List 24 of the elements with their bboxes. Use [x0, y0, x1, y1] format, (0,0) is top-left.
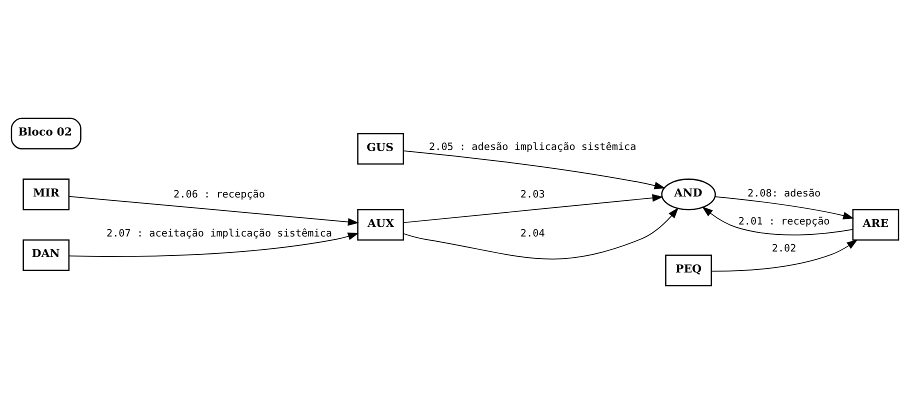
node-box: Bloco 02	[10, 117, 82, 149]
node-box: GUS	[357, 132, 404, 164]
edge-label: 2.01 : recepção	[738, 216, 830, 227]
edge-label: 2.02	[772, 242, 796, 254]
edge-label: 2.04	[520, 228, 545, 239]
edge-label: 2.07 : aceitação implicação sistêmica	[106, 228, 332, 239]
arrow	[714, 196, 854, 219]
edge-label: 2.05 : adesão implicação sistêmica	[429, 142, 636, 153]
arrow	[710, 238, 858, 272]
edge-label: 2.06 : recepção	[174, 188, 265, 200]
node-box: DAN	[22, 238, 70, 271]
node-box: PEQ	[665, 254, 712, 286]
arrow	[403, 207, 679, 259]
edge-label: 2.03	[520, 188, 545, 200]
node-ellipse: AND	[661, 178, 716, 210]
node-box: MIR	[22, 178, 70, 210]
node-box: ARE	[852, 208, 900, 240]
arrow	[68, 232, 359, 256]
arrow	[403, 194, 664, 223]
arrow	[403, 150, 666, 189]
node-box: AUX	[357, 208, 404, 240]
arrow	[702, 206, 854, 235]
edge-label: 2.08: adesão	[747, 188, 821, 200]
arrow	[68, 196, 359, 226]
